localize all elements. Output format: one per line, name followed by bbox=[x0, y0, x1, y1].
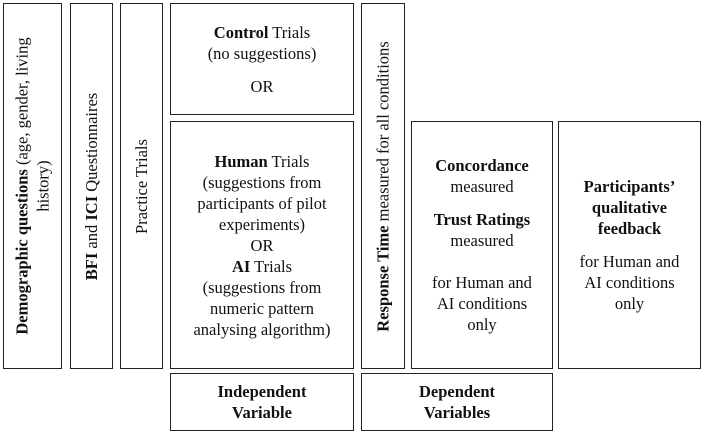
concordance-title: Concordance bbox=[435, 156, 529, 175]
demographic-questions-detail-2: history) bbox=[33, 160, 53, 212]
ai-desc-2: numeric pattern bbox=[210, 298, 314, 318]
practice-trials-box: Practice Trials bbox=[120, 3, 163, 369]
feedback-title-3: feedback bbox=[597, 219, 662, 238]
response-time-text: Response Time measured for all condition… bbox=[373, 41, 394, 331]
control-trials-box: Control Trials (no suggestions) OR bbox=[170, 3, 354, 115]
questionnaires-label: Questionnaires bbox=[82, 92, 101, 196]
feedback-title-1: Participants’ bbox=[583, 177, 676, 196]
dependent-variables-title-2: Variables bbox=[423, 403, 491, 422]
independent-variable-box: Independent Variable bbox=[170, 373, 354, 431]
response-time-box: Response Time measured for all condition… bbox=[361, 3, 405, 369]
feedback-title-2: qualitative bbox=[591, 198, 668, 217]
measures-box: Concordance measured Trust Ratings measu… bbox=[411, 121, 553, 369]
measures-note-2: AI conditions bbox=[436, 294, 528, 313]
ai-trials-title: AI bbox=[231, 256, 251, 276]
practice-trials-text: Practice Trials bbox=[132, 138, 151, 234]
ai-trials-label: Trials bbox=[250, 256, 293, 276]
demographic-questions-box: Demographic questions (age, gender, livi… bbox=[3, 3, 62, 369]
bfi-label: BFI bbox=[82, 252, 101, 280]
feedback-box: Participants’ qualitative feedback for H… bbox=[558, 121, 701, 369]
trust-ratings-title: Trust Ratings bbox=[433, 210, 531, 229]
response-time-label: measured for all conditions bbox=[373, 40, 393, 225]
independent-variable-title-2: Variable bbox=[232, 403, 292, 422]
human-ai-or: OR bbox=[250, 235, 274, 255]
feedback-note-3: only bbox=[614, 294, 645, 313]
human-desc-3: experiments) bbox=[218, 214, 306, 234]
questionnaires-text: BFI and ICI Questionnaires bbox=[81, 92, 102, 279]
independent-variable-title: Independent bbox=[217, 382, 307, 401]
feedback-note-2: AI conditions bbox=[584, 273, 675, 292]
demographic-questions-detail: (age, gender, living bbox=[12, 37, 32, 170]
measures-note-3: only bbox=[467, 315, 497, 334]
measures-note-1: for Human and bbox=[432, 273, 532, 292]
ai-desc-1: (suggestions from bbox=[202, 277, 322, 297]
demographic-questions-text: Demographic questions (age, gender, livi… bbox=[12, 37, 54, 334]
control-trials-desc: (no suggestions) bbox=[207, 43, 317, 63]
control-or: OR bbox=[250, 76, 274, 96]
control-trials-label: Trials bbox=[268, 22, 311, 42]
response-time-title: Response Time bbox=[373, 225, 393, 332]
human-desc-2: participants of pilot bbox=[197, 193, 327, 213]
human-ai-trials-box: Human Trials (suggestions from participa… bbox=[170, 121, 354, 369]
trust-ratings-sub: measured bbox=[450, 231, 514, 250]
questionnaires-box: BFI and ICI Questionnaires bbox=[70, 3, 113, 369]
demographic-questions-title: Demographic questions bbox=[12, 169, 32, 335]
questionnaires-and: and bbox=[82, 220, 101, 253]
control-trials-title: Control bbox=[213, 22, 269, 42]
human-trials-label: Trials bbox=[267, 151, 310, 171]
concordance-sub: measured bbox=[450, 177, 514, 196]
feedback-note-1: for Human and bbox=[579, 252, 680, 271]
ici-label: ICI bbox=[82, 195, 101, 221]
ai-desc-3: analysing algorithm) bbox=[193, 319, 331, 339]
human-desc-1: (suggestions from bbox=[202, 172, 322, 192]
dependent-variables-box: Dependent Variables bbox=[361, 373, 553, 431]
human-trials-title: Human bbox=[214, 151, 268, 171]
dependent-variables-title: Dependent bbox=[418, 382, 496, 401]
